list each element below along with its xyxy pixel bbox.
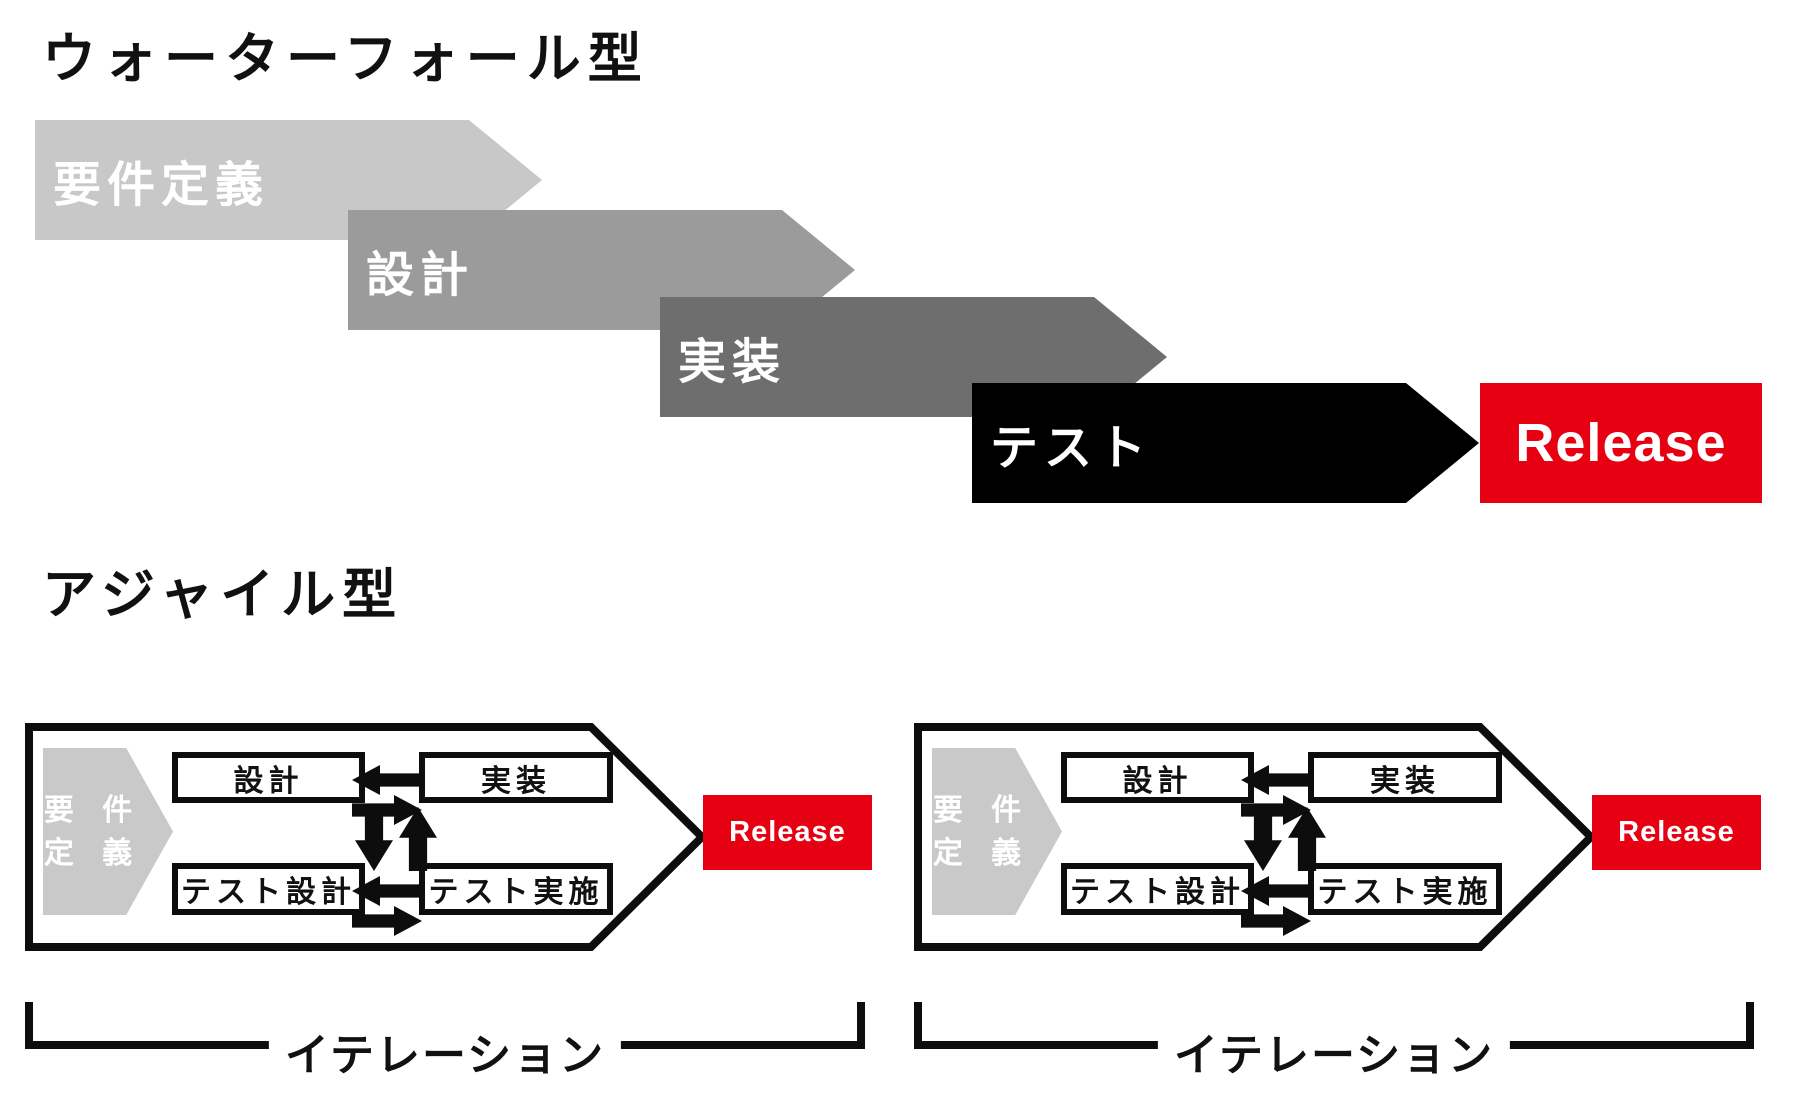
waterfall-step-label: 設計 [366,249,475,302]
requirements-label-line2: 定 義 [932,836,1032,870]
iteration-bracket-label: イテレーション [1157,1019,1511,1083]
waterfall-release-badge: Release [1480,383,1762,503]
waterfall-step-label: 要件定義 [53,159,270,212]
waterfall-section-title: ウォーターフォール型 [42,29,649,89]
design-box: 設計 [172,752,365,803]
test-execution-box: テスト実施 [1308,863,1502,915]
waterfall-step-label: 実装 [678,336,787,389]
requirements-label-line1: 要 件 [43,793,143,827]
waterfall-step-label: テスト [990,422,1153,475]
iteration-release-badge: Release [703,795,872,870]
agile-iteration: 要 件 定 義 設計 実装 テスト設計 テスト実施 Release イテレーショ… [914,723,1761,1083]
implementation-box: 実装 [419,752,613,803]
agile-section-title: アジャイル型 [42,565,404,625]
test-design-box: テスト設計 [172,863,365,915]
design-box: 設計 [1061,752,1254,803]
implementation-box: 実装 [1308,752,1502,803]
iteration-bracket: イテレーション [914,1002,1754,1083]
agile-iteration: 要 件 定 義 設計 実装 テスト設計 テスト実施 Release イテレーショ… [25,723,872,1083]
requirements-label-line1: 要 件 [932,793,1032,827]
waterfall-step-arrow: 要件定義 [35,120,542,240]
requirements-label-line2: 定 義 [43,836,143,870]
waterfall-step-arrow: テスト [972,383,1479,503]
iteration-release-badge: Release [1592,795,1761,870]
iteration-bracket-label: イテレーション [268,1019,622,1083]
iteration-bracket: イテレーション [25,1002,865,1083]
test-execution-box: テスト実施 [419,863,613,915]
test-design-box: テスト設計 [1061,863,1254,915]
